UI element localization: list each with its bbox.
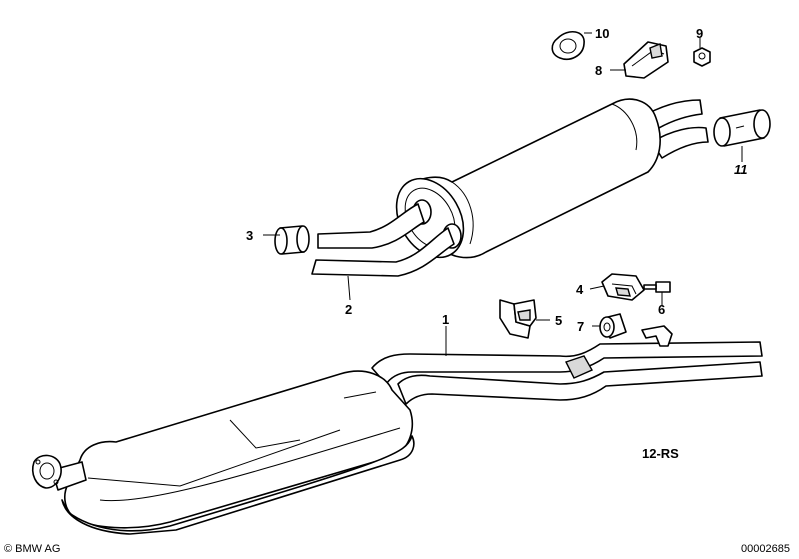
copyright-text: © BMW AG <box>4 543 60 555</box>
label-part-8: 8 <box>595 63 602 78</box>
label-part-1: 1 <box>442 312 449 327</box>
part-1-front-silencer-assembly <box>31 325 763 535</box>
label-part-6: 6 <box>658 302 665 317</box>
label-part-5: 5 <box>555 313 562 328</box>
label-part-2: 2 <box>345 302 352 317</box>
part-number-labels: 1 2 3 4 5 6 7 8 9 10 11 <box>246 26 748 334</box>
label-part-4: 4 <box>576 282 584 297</box>
part-8-bracket <box>623 41 669 79</box>
rear-silencer <box>311 98 709 277</box>
part-3-pipe-sleeve <box>274 225 310 255</box>
diagram-code: 12-RS <box>642 446 679 461</box>
label-part-3: 3 <box>246 228 253 243</box>
label-part-7: 7 <box>577 319 584 334</box>
part-4-clamp-bracket <box>601 273 645 301</box>
part-7-rubber-mount <box>599 313 627 339</box>
image-number: 00002685 <box>741 543 790 555</box>
part-9-nut <box>693 47 711 67</box>
label-part-11: 11 <box>734 162 748 177</box>
label-part-9: 9 <box>696 26 703 41</box>
part-11-tailpipe-trim <box>713 109 771 147</box>
part-5-u-clip <box>499 299 537 339</box>
leader-lines <box>263 32 743 356</box>
part-10-gasket <box>551 31 585 60</box>
label-part-10: 10 <box>595 26 609 41</box>
part-6-bolt <box>643 281 671 293</box>
